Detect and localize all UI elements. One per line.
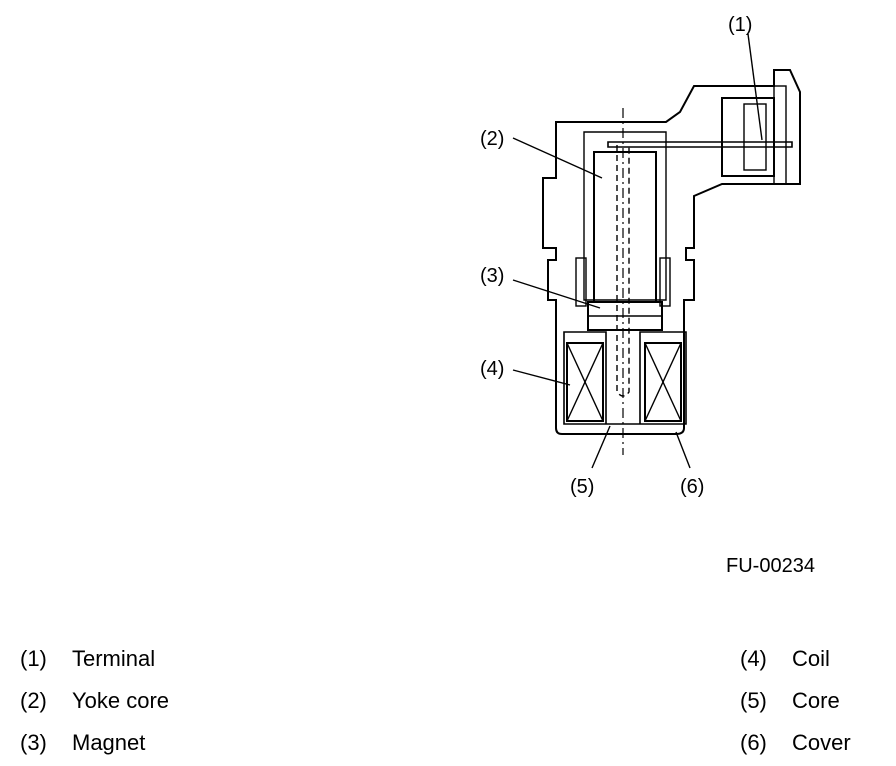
legend-item: (2) Yoke core	[20, 688, 169, 714]
legend-number: (3)	[20, 730, 47, 755]
coil-cavity	[563, 331, 687, 425]
leader-5	[591, 425, 611, 469]
legend-label: Magnet	[72, 730, 146, 755]
solenoid-diagram: (1) (2) (3) (4) (5) (6)	[480, 14, 801, 498]
legend-number: (6)	[740, 730, 767, 755]
legend-number: (5)	[740, 688, 767, 713]
connector-cap	[773, 85, 787, 185]
coil-left	[566, 342, 604, 422]
leader-6	[675, 431, 691, 469]
callout-1: (1)	[728, 14, 753, 36]
callout-2: (2)	[480, 128, 505, 150]
figure-id: FU-00234	[726, 555, 815, 577]
legend-item: (1) Terminal	[20, 646, 155, 672]
callout-6: (6)	[680, 476, 705, 498]
solenoid-cross-section	[512, 33, 801, 469]
connector-inner	[743, 103, 767, 171]
callout-5: (5)	[570, 476, 595, 498]
legend-label: Core	[792, 688, 840, 713]
callout-3: (3)	[480, 265, 505, 287]
legend-label: Yoke core	[72, 688, 170, 713]
coil-right	[644, 342, 682, 422]
legend-number: (4)	[740, 646, 767, 671]
callout-4: (4)	[480, 358, 505, 380]
leader-1	[747, 33, 763, 141]
legend-item: (6) Cover	[740, 730, 851, 756]
yoke-core	[593, 151, 657, 303]
legend-item: (4) Coil	[740, 646, 830, 672]
leader-3	[512, 279, 601, 309]
legend-item: (5) Core	[740, 688, 840, 714]
leader-4	[512, 369, 571, 386]
leader-2	[512, 137, 603, 179]
terminal-rod	[607, 141, 793, 148]
housing-outline	[542, 69, 801, 435]
legend-number: (1)	[20, 646, 47, 671]
legend-label: Terminal	[72, 646, 156, 671]
inner-frame	[583, 131, 667, 301]
legend-label: Cover	[792, 730, 851, 755]
legend-number: (2)	[20, 688, 47, 713]
legend-item: (3) Magnet	[20, 730, 145, 756]
legend-label: Coil	[792, 646, 830, 671]
